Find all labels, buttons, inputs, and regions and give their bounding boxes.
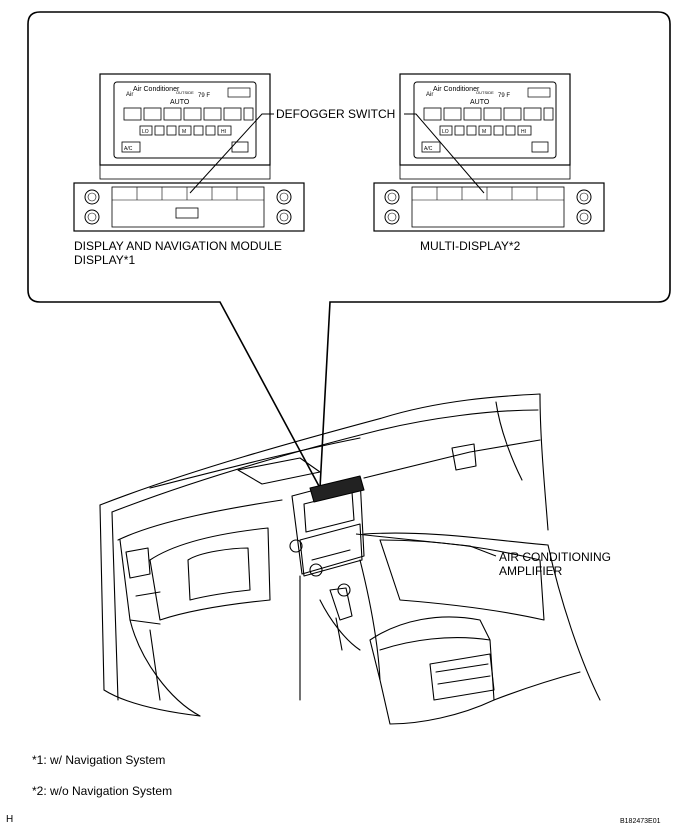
footnote-1: *1: w/ Navigation System [32,753,166,767]
svg-text:OUTSIDE: OUTSIDE [476,90,494,95]
corner-letter: H [6,814,14,825]
svg-text:79 F: 79 F [198,93,210,99]
defogger-switch-label: DEFOGGER SWITCH [276,107,396,121]
figure-code: B182473E01 [620,818,661,825]
defogger-leader-lines [189,113,485,194]
svg-text:LO: LO [142,129,149,135]
svg-text:79 F: 79 F [498,93,510,99]
svg-text:HI: HI [221,129,226,135]
svg-text:M: M [482,129,486,135]
footnote-2: *2: w/o Navigation System [32,784,173,798]
callout-frame [27,11,671,491]
panel-title-left: Air Conditioner [133,86,180,93]
display-nav-module-label: DISPLAY AND NAVIGATION MODULE DISPLAY*1 [74,239,282,267]
panel-title-left: Air [126,92,133,98]
svg-text:HI: HI [521,129,526,135]
svg-text:OUTSIDE: OUTSIDE [176,90,194,95]
multi-display-label: MULTI-DISPLAY*2 [420,239,521,253]
svg-text:A/C: A/C [424,146,433,152]
amplifier-leader-line [355,533,497,557]
air-conditioning-amplifier-label: AIR CONDITIONING AMPLIFIER [499,550,612,578]
svg-text:M: M [182,129,186,135]
multi-display-panel: Air OUTSIDE 79 F LO M HI A/C [373,73,605,232]
nav-module-panel: Air OUTSIDE 79 F LO M HI A/C [73,73,305,232]
panel-title-right: Air Conditioner [433,86,480,93]
svg-text:Air: Air [426,92,433,98]
panel-auto-right: AUTO [470,99,490,106]
svg-text:A/C: A/C [124,146,133,152]
panel-auto-left: AUTO [170,99,190,106]
svg-text:LO: LO [442,129,449,135]
dashboard-illustration [99,393,601,725]
